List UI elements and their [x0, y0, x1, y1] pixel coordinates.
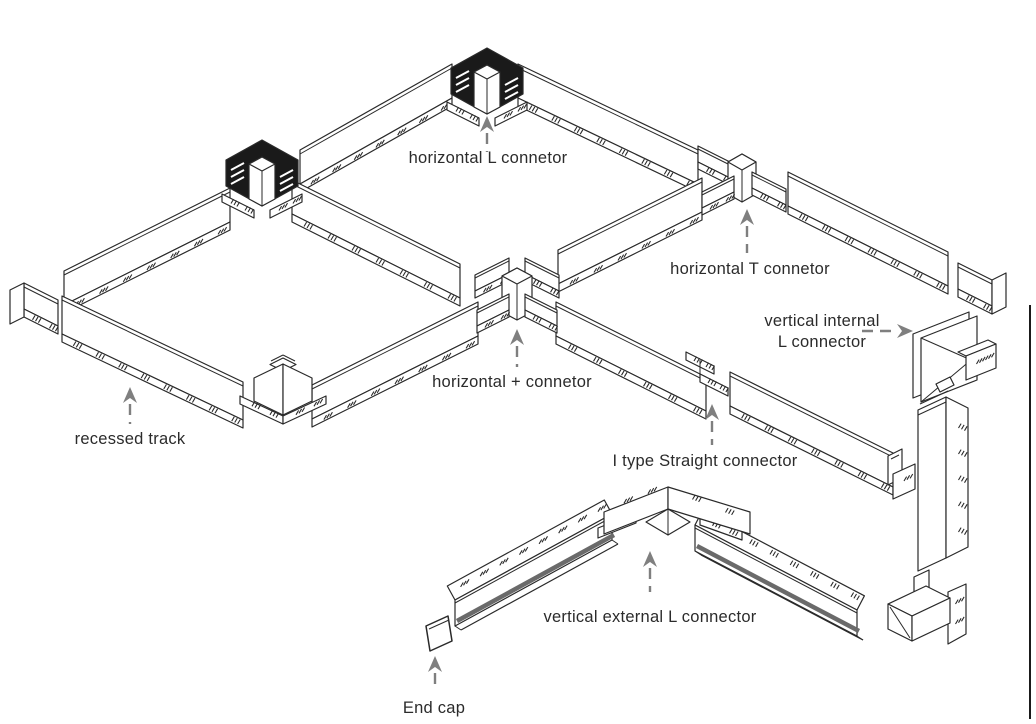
label-i-type-straight-connector: I type Straight connector [612, 452, 798, 470]
label-vertical-internal-l-connector: vertical internal L connector [764, 311, 879, 353]
track-lower-right-b [729, 371, 894, 496]
leader-end-cap [428, 656, 442, 691]
label-end-cap: End cap [402, 699, 466, 717]
label-vertical-internal-line1: vertical internal [764, 312, 880, 330]
corner-block [239, 354, 327, 425]
vertical-external-l-connector-piece [887, 569, 967, 645]
track-left-outer [63, 187, 231, 314]
horizontal-plus-connector [474, 257, 560, 334]
label-vertical-internal-line2: L connector [777, 333, 867, 351]
vertical-external-l-connector-plate [597, 486, 751, 541]
recessed-track-segment [61, 295, 244, 429]
horizontal-l-connector [446, 47, 528, 127]
label-horizontal-l-connector: horizontal L connetor [408, 149, 568, 167]
track-left-inner [291, 179, 461, 307]
end-cap-piece [425, 615, 453, 652]
leader-vertical-external-l-connector [643, 551, 657, 592]
vertical-recessed-track [892, 376, 969, 572]
leader-horizontal-l-connector [480, 116, 494, 152]
vertical-internal-l-connector-piece [912, 311, 997, 403]
label-recessed-track: recessed track [74, 430, 186, 448]
track-right-outer [787, 171, 949, 295]
track-upper-right [517, 63, 699, 193]
horizontal-l-connector-left [221, 139, 303, 219]
track-lower-left-inner [311, 301, 479, 428]
track-upper-left [299, 63, 453, 193]
track-lower-right-a [555, 301, 707, 420]
track-bottom-left [446, 499, 619, 631]
label-vertical-external-l-connector: vertical external L connector [543, 608, 757, 626]
i-type-straight-connector-parts [685, 351, 729, 397]
track-end-stub-left [9, 282, 59, 335]
leader-recessed-track [123, 387, 137, 424]
leader-vertical-internal-l-connector [862, 324, 913, 338]
label-horizontal-plus-connector: horizontal + connetor [432, 373, 592, 391]
leader-horizontal-plus-connector [510, 329, 524, 367]
track-end-stub-right [957, 262, 1007, 315]
label-horizontal-t-connector: horizontal T connetor [670, 260, 830, 278]
leader-horizontal-t-connector [740, 209, 754, 253]
horizontal-t-connector [697, 145, 787, 216]
leader-i-type-straight-connector [705, 404, 719, 445]
